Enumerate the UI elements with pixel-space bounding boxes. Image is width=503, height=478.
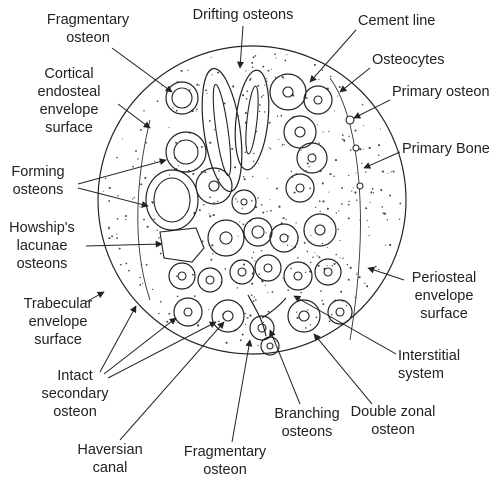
label-fragmentary-osteon-bottom: Fragmentary osteon <box>184 340 267 478</box>
svg-text:Branching: Branching <box>274 406 339 422</box>
svg-text:Cement line: Cement line <box>358 13 435 29</box>
drifting-osteons <box>196 66 274 194</box>
svg-text:osteons: osteons <box>17 256 68 272</box>
svg-text:system: system <box>398 366 444 382</box>
svg-text:secondary: secondary <box>42 386 110 402</box>
svg-text:envelope: envelope <box>40 102 99 118</box>
label-cortical-endosteal: Cortical endosteal envelope surface <box>38 66 150 136</box>
svg-text:surface: surface <box>420 306 468 322</box>
svg-text:Fragmentary: Fragmentary <box>47 12 130 28</box>
endosteal-boundary <box>138 120 150 300</box>
svg-text:osteon: osteon <box>53 404 97 420</box>
svg-text:envelope: envelope <box>29 314 88 330</box>
svg-text:endosteal: endosteal <box>38 84 101 100</box>
label-periosteal-envelope: Periosteal envelope surface <box>368 268 476 322</box>
svg-text:osteon: osteon <box>203 462 247 478</box>
svg-text:Intact: Intact <box>57 368 92 384</box>
label-drifting-osteons: Drifting osteons <box>193 7 294 68</box>
label-forming-osteons: Forming osteons <box>11 160 166 206</box>
svg-text:Haversian: Haversian <box>77 442 142 458</box>
label-primary-osteon: Primary osteon <box>354 84 490 118</box>
svg-text:Interstitial: Interstitial <box>398 348 460 364</box>
svg-text:Cortical: Cortical <box>44 66 93 82</box>
svg-text:Osteocytes: Osteocytes <box>372 52 445 68</box>
svg-text:Periosteal: Periosteal <box>412 270 476 286</box>
howships-lacunae-shape <box>160 228 204 262</box>
svg-text:Howship's: Howship's <box>9 220 75 236</box>
svg-text:Drifting osteons: Drifting osteons <box>193 7 294 23</box>
svg-text:surface: surface <box>34 332 82 348</box>
svg-text:Trabecular: Trabecular <box>24 296 93 312</box>
svg-text:osteons: osteons <box>282 424 333 440</box>
svg-text:envelope: envelope <box>415 288 474 304</box>
svg-text:Fragmentary: Fragmentary <box>184 444 267 460</box>
svg-text:osteon: osteon <box>371 422 415 438</box>
svg-text:Forming: Forming <box>11 164 64 180</box>
svg-text:canal: canal <box>93 460 128 476</box>
label-cement-line: Cement line <box>310 13 435 82</box>
svg-text:lacunae: lacunae <box>17 238 68 254</box>
label-trabecular-envelope: Trabecular envelope surface <box>24 292 104 348</box>
svg-text:Primary osteon: Primary osteon <box>392 84 490 100</box>
primary-osteon-shape <box>346 116 354 124</box>
svg-text:osteons: osteons <box>13 182 64 198</box>
label-branching-osteons: Branching osteons <box>270 330 340 440</box>
svg-text:surface: surface <box>45 120 93 136</box>
svg-text:Primary Bone: Primary Bone <box>402 141 490 157</box>
svg-text:osteon: osteon <box>66 30 110 46</box>
svg-text:Double zonal: Double zonal <box>351 404 436 420</box>
label-primary-bone: Primary Bone <box>364 141 490 168</box>
